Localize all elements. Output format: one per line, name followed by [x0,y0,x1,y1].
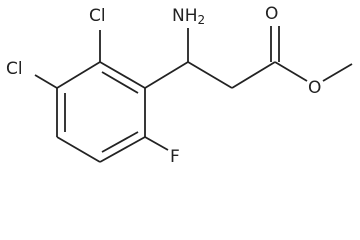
molecule-structure: Cl Cl F NH2 O O [6,4,353,167]
ring-bond-c4-c5 [56,136,101,163]
bond-c6-f [144,136,169,151]
ring-double-c5-c6 [101,131,139,153]
bond-carbonyl-ester-oxygen [274,61,308,82]
atom-label-ester-oxygen: O [308,78,321,98]
ring-double-c1-c2 [101,71,139,94]
ring-bond-c2-c3 [56,61,101,89]
atom-label-fluorine: F [170,147,180,167]
atom-label-cl-left: Cl [6,59,23,79]
atom-label-amine-subscript: 2 [198,13,206,27]
atom-label-amine-main: NH [172,6,198,26]
bond-ch2-carbonyl-carbon [231,61,276,89]
atom-label-amine: NH2 [172,6,205,27]
ring-bond-c5-c6 [99,136,146,163]
atom-label-carbonyl-oxygen: O [265,4,278,24]
bond-ester-oxygen-methyl [322,63,353,82]
bond-ring-chiral-carbon [144,61,189,89]
bond-chiral-carbon-ch2 [187,61,233,89]
ring-bond-c1-c2 [99,61,146,89]
atom-label-cl-top: Cl [89,6,106,26]
bond-c3-cl [34,74,58,89]
